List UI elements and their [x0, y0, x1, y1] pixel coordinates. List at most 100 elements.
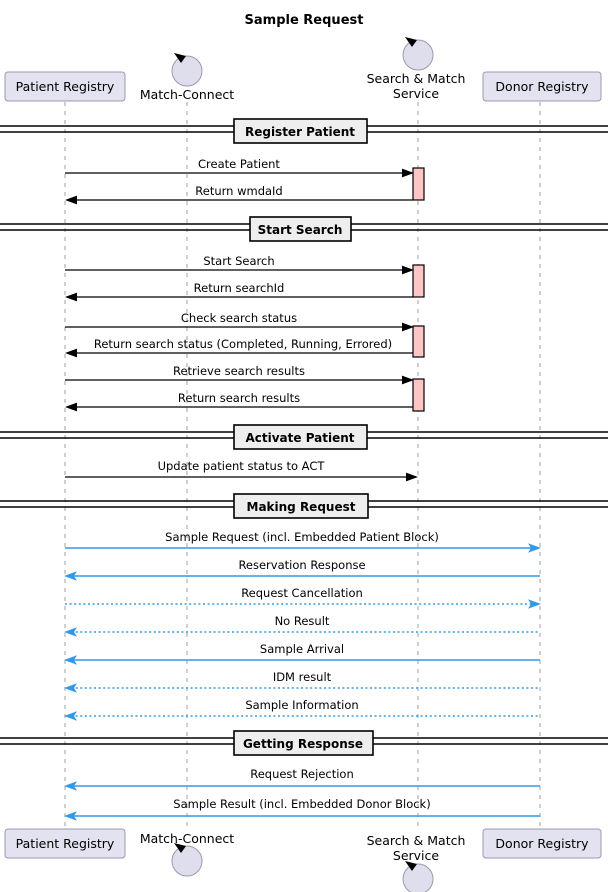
- message-label: Sample Information: [245, 698, 358, 712]
- group-making-request: Making Request: [0, 493, 608, 519]
- message-label: Start Search: [203, 254, 274, 268]
- group-getting-response: Getting Response: [0, 730, 608, 756]
- activation-bar: [412, 167, 425, 201]
- participant-patient-registry-bottom[interactable]: Patient Registry: [4, 828, 126, 859]
- arrowhead-right-icon: [402, 322, 414, 332]
- message-label: Reservation Response: [238, 558, 365, 572]
- arrowhead-right-icon: [406, 472, 418, 482]
- participant-label-match-connect-bottom: Match-Connect: [140, 831, 234, 846]
- participant-box-icon: [482, 828, 602, 859]
- participant-label-search-match-bottom-line1: Search & Match: [367, 833, 466, 848]
- message-request-cancellation[interactable]: Request Cancellation: [65, 586, 541, 609]
- message-label: IDM result: [273, 670, 332, 684]
- group-separators-layer: Register Patient Start Search Activate P…: [0, 118, 608, 756]
- participant-donor-registry-bottom[interactable]: Donor Registry: [482, 828, 602, 859]
- arrowhead-left-icon: [65, 195, 77, 205]
- group-register-patient: Register Patient: [0, 118, 608, 144]
- message-check-search-status[interactable]: Check search status: [65, 311, 414, 332]
- participant-donor-registry-top[interactable]: Donor Registry: [482, 71, 602, 102]
- message-retrieve-search-results[interactable]: Retrieve search results: [65, 364, 414, 385]
- message-sample-request[interactable]: Sample Request (incl. Embedded Patient B…: [65, 530, 541, 553]
- participant-match-connect-bottom[interactable]: Match-Connect: [140, 831, 234, 877]
- participant-box-icon: [482, 71, 602, 102]
- arrowhead-right-icon: [402, 168, 414, 178]
- message-label: Return wmdaId: [195, 184, 282, 198]
- group-label-text: Getting Response: [243, 737, 363, 751]
- message-sample-information[interactable]: Sample Information: [64, 698, 540, 721]
- message-update-patient-status[interactable]: Update patient status to ACT: [65, 459, 418, 482]
- arrowhead-left-icon: [64, 683, 77, 693]
- arrowhead-left-icon: [64, 781, 77, 791]
- group-label-box: [233, 493, 369, 519]
- arrowhead-left-icon: [64, 627, 77, 637]
- participant-label-search-match-bottom-line2: Service: [393, 848, 440, 863]
- participant-label-patient-registry-bottom: Patient Registry: [16, 836, 115, 851]
- participant-match-connect-top[interactable]: Match-Connect: [140, 53, 234, 102]
- message-return-searchid[interactable]: Return searchId: [65, 281, 413, 302]
- message-return-wmdaid[interactable]: Return wmdaId: [65, 184, 413, 205]
- activation-bar: [412, 378, 425, 412]
- message-label: Return searchId: [194, 281, 285, 295]
- group-label-text: Start Search: [258, 223, 343, 237]
- page-title: Sample Request: [245, 13, 364, 28]
- message-label: Sample Result (incl. Embedded Donor Bloc…: [173, 797, 430, 811]
- arrowhead-left-icon: [65, 402, 77, 412]
- activation-bars-layer: [412, 167, 425, 412]
- control-arrow-icon: [405, 37, 417, 47]
- message-label: Retrieve search results: [173, 364, 305, 378]
- group-label-box: [233, 118, 368, 144]
- control-circle-icon: [402, 863, 434, 892]
- arrowhead-left-icon: [64, 711, 77, 721]
- group-label-text: Making Request: [247, 500, 356, 514]
- message-label: Sample Request (incl. Embedded Patient B…: [165, 530, 439, 544]
- group-start-search: Start Search: [0, 216, 608, 242]
- arrowhead-right-icon: [402, 265, 414, 275]
- group-label-box: [233, 730, 374, 756]
- participant-box-icon: [4, 828, 126, 859]
- control-arrow-icon: [174, 53, 186, 63]
- message-request-rejection[interactable]: Request Rejection: [64, 767, 540, 791]
- participant-label-donor-registry-top: Donor Registry: [495, 79, 589, 94]
- group-label-box: [249, 216, 352, 242]
- control-arrow-icon: [174, 843, 186, 853]
- participant-patient-registry-top[interactable]: Patient Registry: [4, 71, 126, 102]
- message-label: No Result: [275, 614, 330, 628]
- control-circle-icon: [402, 39, 434, 71]
- control-arrow-icon: [405, 861, 417, 871]
- message-idm-result[interactable]: IDM result: [64, 670, 540, 693]
- arrowhead-right-icon: [528, 599, 541, 609]
- message-sample-result[interactable]: Sample Result (incl. Embedded Donor Bloc…: [64, 797, 540, 821]
- group-label-box: [233, 424, 368, 450]
- messages-layer: Create Patient Return wmdaId Start Searc…: [64, 157, 541, 821]
- message-label: Request Rejection: [250, 767, 354, 781]
- message-start-search[interactable]: Start Search: [65, 254, 414, 275]
- arrowhead-left-icon: [64, 811, 77, 821]
- participant-label-match-connect-top: Match-Connect: [140, 87, 234, 102]
- message-label: Return search status (Completed, Running…: [94, 337, 392, 351]
- activation-bar: [412, 325, 425, 358]
- lifelines-layer: [64, 102, 541, 828]
- message-return-search-results[interactable]: Return search results: [65, 391, 413, 412]
- participants-bottom: Patient Registry Match-Connect Search & …: [4, 828, 602, 892]
- participant-box-icon: [4, 71, 126, 102]
- participant-label-donor-registry-bottom: Donor Registry: [495, 836, 589, 851]
- participant-search-match-bottom[interactable]: Search & Match Service: [367, 833, 466, 892]
- participant-label-patient-registry-top: Patient Registry: [16, 79, 115, 94]
- message-create-patient[interactable]: Create Patient: [65, 157, 414, 178]
- message-label: Return search results: [178, 391, 300, 405]
- group-label-text: Activate Patient: [245, 431, 354, 445]
- message-reservation-response[interactable]: Reservation Response: [64, 558, 540, 581]
- arrowhead-left-icon: [64, 655, 77, 665]
- message-label: Request Cancellation: [241, 586, 363, 600]
- message-return-search-status[interactable]: Return search status (Completed, Running…: [65, 337, 413, 358]
- message-sample-arrival[interactable]: Sample Arrival: [64, 642, 540, 665]
- message-no-result[interactable]: No Result: [64, 614, 540, 637]
- arrowhead-left-icon: [65, 292, 77, 302]
- activation-bar: [412, 264, 425, 298]
- participant-search-match-top[interactable]: Search & Match Service: [367, 37, 466, 101]
- participants-top: Patient Registry Match-Connect Search & …: [4, 37, 602, 102]
- arrowhead-right-icon: [528, 543, 541, 553]
- message-label: Sample Arrival: [260, 642, 344, 656]
- arrowhead-left-icon: [65, 348, 77, 358]
- control-circle-icon: [171, 55, 203, 87]
